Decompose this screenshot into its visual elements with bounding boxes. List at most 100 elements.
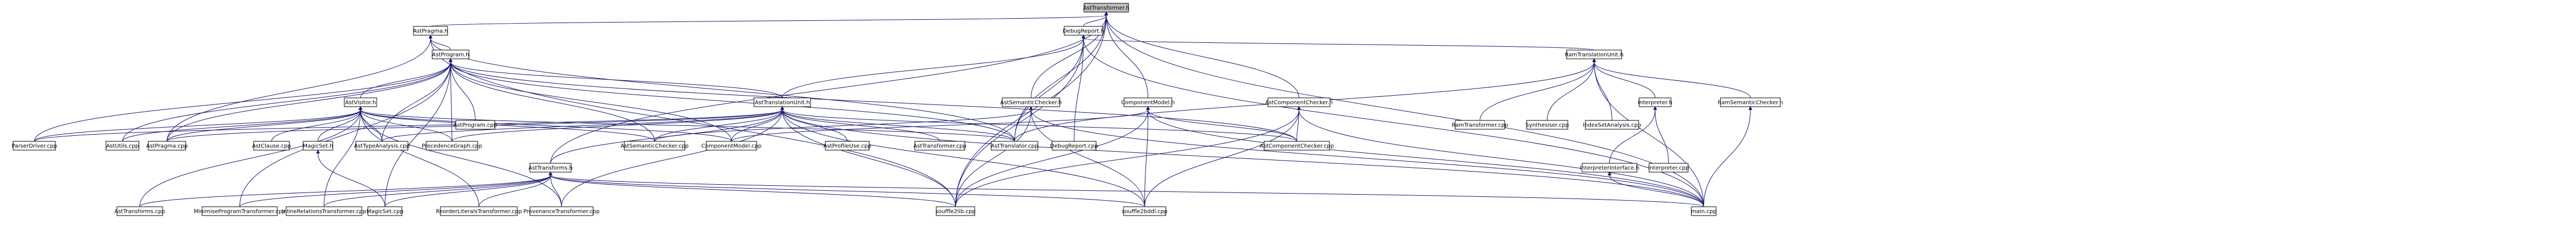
node-astclause-cpp[interactable]: AstClause.cpp [252,141,291,151]
edge-compmodel_h-compmodel_cpp [731,106,1150,142]
node-label: ComponentModel.h [1121,100,1175,106]
node-asttu-h[interactable]: AstTranslationUnit.h [753,97,811,107]
node-astutils-cpp[interactable]: AstUtils.cpp [105,141,139,151]
node-asttransforms-h[interactable]: AstTransforms.h [528,163,573,173]
node-box [1124,97,1172,107]
edge-debugreport_h-debugreport_cpp [1074,35,1086,142]
edge-astsemchk_h-astsemchk_cpp [654,106,1033,142]
node-inlinerel-cpp[interactable]: InlineRelationsTransformer.cpp [282,206,366,216]
edge-astpragma_h-astprogram_h [428,35,451,51]
edge-ramtu_h-ramsemchk_h [1592,58,1751,98]
node-box [1052,141,1097,151]
node-label: AstProfileUse.cpp [823,144,871,150]
node-astprogram-h[interactable]: AstProgram.h [432,49,470,59]
edge-astvisitor_h-inlinerel_cpp [323,106,362,207]
edge-astsemchk_h-main_cpp [1029,106,1704,207]
node-label: InterpreterInterface.h [1580,166,1639,172]
edge-asttransforms_h-souffleddl_cpp [549,172,1145,207]
node-asttranslator-cpp[interactable]: AstTranslator.cpp [991,141,1038,151]
node-magicset-cpp[interactable]: MagicSet.cpp [366,206,404,216]
edge-layer [34,12,1752,207]
node-box [105,141,139,151]
node-astsemchk-cpp[interactable]: AstSemanticChecker.cpp [621,141,689,151]
node-label: RamTranslationUnit.h [1565,52,1624,58]
node-synthesiser-cpp[interactable]: Synthesiser.cpp [1526,120,1569,130]
edge-asttu_h-parserdriver_cpp [34,106,784,142]
node-parserdriver-cpp[interactable]: ParserDriver.cpp [12,141,57,151]
node-box [991,141,1038,151]
node-box [13,141,56,151]
node-box [1455,120,1505,130]
node-debugreport-cpp[interactable]: DebugReport.cpp [1050,141,1098,151]
node-indexset-cpp[interactable]: IndexSetAnalysis.cpp [1583,120,1641,130]
node-label: Synthesiser.cpp [1526,123,1569,129]
node-main-cpp[interactable]: main.cpp [1691,206,1717,216]
node-asttypeanalysis-cpp[interactable]: AstTypeAnalysis.cpp [354,141,410,151]
edge-magicset_h-magicset_cpp [316,150,385,207]
node-ramsemchk-h[interactable]: RamSemanticChecker.h [1718,97,1783,107]
node-ramtransformer-cpp[interactable]: RamTransformer.cpp [1451,120,1508,130]
edge-astprogram_h-parserdriver_cpp [34,58,452,142]
node-astvisitor-h[interactable]: AstVisitor.h [344,97,377,107]
node-compmodel-h[interactable]: ComponentModel.h [1121,97,1175,107]
node-debugreport-h[interactable]: DebugReport.h [1063,26,1104,36]
edge-compmodel_h-main_cpp [1146,106,1704,207]
node-root[interactable]: AstTransformer.h [1083,3,1130,13]
node-box [440,206,518,216]
node-label: DebugReport.h [1063,29,1104,35]
node-box [753,97,811,107]
edge-astprogram_h-minprog_cpp [239,58,452,207]
node-box [253,141,290,151]
edge-astprogram_h-astpragma_cpp [166,58,452,142]
node-astcompchk-h[interactable]: AstComponentChecker.h [1265,97,1333,107]
node-label: AstVisitor.h [345,100,376,106]
node-box [936,206,975,216]
edge-ramtu_h-interp_h [1592,58,1656,98]
node-provenance-cpp[interactable]: ProvenanceTransformer.cpp [523,206,600,216]
node-label: ParserDriver.cpp [12,144,57,150]
edge-astvisitor_h-compmodel_cpp [359,106,732,142]
edge-astprogram_h-astcompchk_cpp [449,58,1297,142]
node-label: AstComponentChecker.cpp [1260,144,1334,150]
node-box [355,141,409,151]
node-label: main.cpp [1691,209,1716,215]
edge-asttu_h-souffle_cpp [780,106,956,207]
node-astprogram-cpp[interactable]: AstProgram.cpp [454,120,498,130]
node-astpragma-cpp[interactable]: AstPragma.cpp [146,141,188,151]
node-souffleddl-cpp[interactable]: souffle2bddl.cpp [1122,206,1167,216]
node-astsemchk-h[interactable]: AstSemanticChecker.h [1000,97,1062,107]
edge-astprogram_h-compmodel_cpp [449,58,732,142]
edge-asttu_h-provenance_cpp [561,106,784,207]
node-asttransforms-cpp[interactable]: AstTransforms.cpp [114,206,165,216]
node-minprog-cpp[interactable]: MinimiseProgramTransformer.cpp [194,206,286,216]
node-label: RamTransformer.cpp [1451,123,1508,129]
node-box [202,206,278,216]
edge-astvisitor_h-asttranslator_cpp [359,106,1015,142]
node-precgraph-cpp[interactable]: PrecedenceGraph.cpp [422,141,482,151]
node-asttransformer-cpp[interactable]: AstTransformer.cpp [913,141,966,151]
node-magicset-h[interactable]: MagicSet.h [303,141,333,151]
node-label: ComponentModel.cpp [701,144,761,150]
edge-debugreport_h-main_cpp [1081,35,1704,207]
node-astcompchk-cpp[interactable]: AstComponentChecker.cpp [1260,141,1334,151]
node-interp-cpp[interactable]: Interpreter.cpp [1648,163,1689,173]
node-interpiface-h[interactable]: InterpreterInterface.h [1580,163,1639,173]
node-astprofileuse-cpp[interactable]: AstProfileUse.cpp [823,141,871,151]
edge-root-asttranslator_cpp [1014,12,1108,142]
node-ramtu-h[interactable]: RamTranslationUnit.h [1565,49,1624,59]
node-interp-h[interactable]: Interpreter.h [1638,97,1673,107]
node-box [529,206,594,216]
edge-compmodel_h-souffle_cpp [955,106,1150,207]
edge-asttransforms_h-main_cpp [549,172,1704,207]
node-souffle-cpp[interactable]: souffle2lib.cpp [935,206,976,216]
node-compmodel-cpp[interactable]: ComponentModel.cpp [701,141,762,151]
edge-astvisitor_h-magicset_h [317,106,362,142]
node-box [367,206,403,216]
edge-asttransforms_h-souffle_cpp [549,172,956,207]
edge-astvisitor_h-astpragma_cpp [166,106,362,142]
edge-astvisitor_h-asttransforms_cpp [139,106,362,207]
node-astpragma-h[interactable]: AstPragma.h [413,26,448,36]
edge-astvisitor_h-astclause_cpp [271,106,362,142]
node-reorderlit-cpp[interactable]: ReorderLiteralsTransformer.cpp [436,206,522,216]
